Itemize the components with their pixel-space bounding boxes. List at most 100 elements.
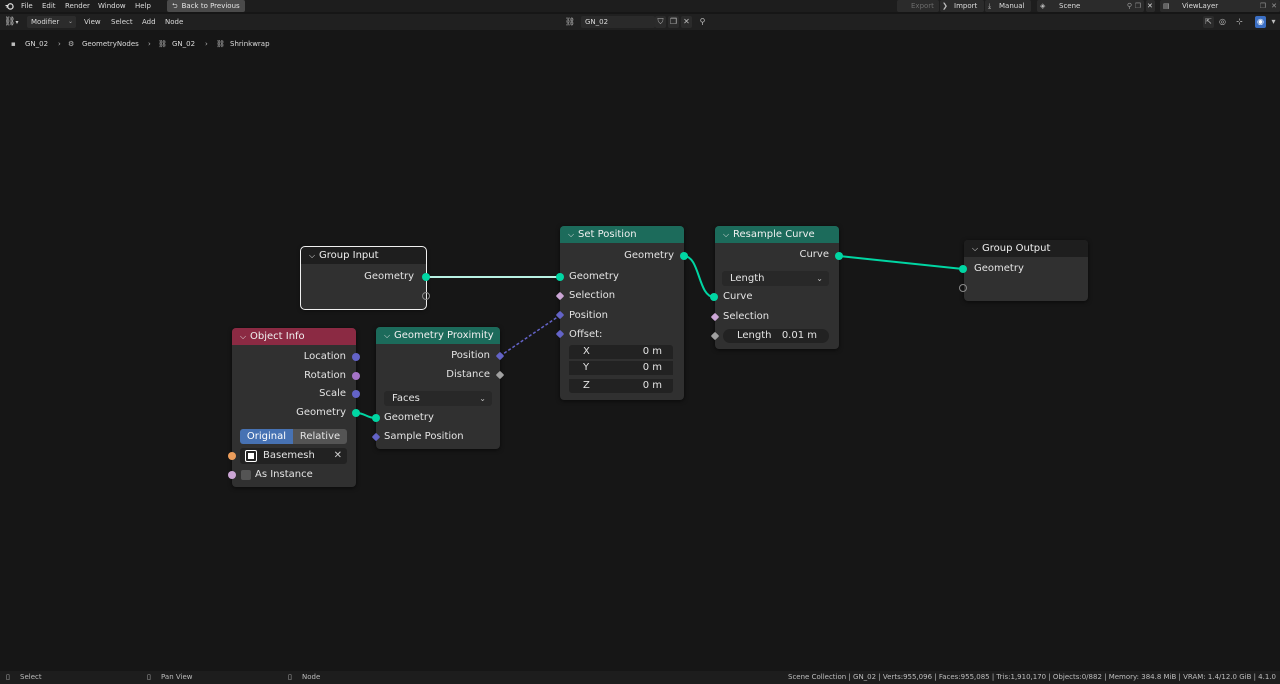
node-header[interactable]: ⌵Group Input <box>301 247 426 264</box>
node-header[interactable]: ⌵Object Info <box>232 328 356 345</box>
offset-y-field[interactable]: Y 0 m <box>569 361 673 375</box>
input-geometry-label: Geometry <box>569 271 619 282</box>
output-rotation-socket[interactable] <box>352 372 360 380</box>
offset-x-field[interactable]: X 0 m <box>569 345 673 359</box>
mouse-right-icon: ▯ <box>288 673 292 681</box>
input-object-socket[interactable] <box>228 452 236 460</box>
node-object-info[interactable]: ⌵Object Info Location Rotation Scale Geo… <box>228 328 360 487</box>
breadcrumb-item-tree: GN_02 <box>172 40 196 48</box>
target-element-dropdown[interactable]: Faces⌄ <box>384 391 492 406</box>
viewlayer-copy-icon[interactable]: ❐ <box>1259 2 1266 10</box>
blender-logo-icon[interactable] <box>5 2 14 10</box>
mode-relative-button[interactable]: Relative <box>293 429 347 444</box>
input-curve-label: Curve <box>723 291 753 302</box>
scene-close-button[interactable]: ✕ <box>1146 0 1155 12</box>
chevron-down-icon[interactable]: ⌵ <box>723 230 730 239</box>
node-resample-curve[interactable]: ⌵Resample Curve Curve Length⌄ Curve Sele… <box>710 226 843 349</box>
mode-original-button[interactable]: Original <box>240 429 293 444</box>
node-header[interactable]: ⌵Set Position <box>560 226 684 243</box>
menu-render[interactable]: Render <box>65 2 90 10</box>
pin-icon[interactable]: ⚲ <box>699 17 706 26</box>
node-group-input[interactable]: ⌵Group Input Geometry <box>300 246 430 310</box>
object-field[interactable]: Basemesh ✕ <box>240 448 347 464</box>
chevron-down-icon[interactable]: ⌵ <box>309 251 316 260</box>
chevron-down-icon[interactable]: ⌵ <box>568 230 575 239</box>
breadcrumb-separator-icon: › <box>148 40 151 48</box>
chevron-down-icon: ⌄ <box>479 394 486 403</box>
node-header[interactable]: ⌵Geometry Proximity <box>376 327 500 344</box>
output-geometry-socket[interactable] <box>422 273 430 281</box>
breadcrumb-item-modifier: GeometryNodes <box>82 40 139 48</box>
resample-mode-dropdown[interactable]: Length⌄ <box>722 271 829 286</box>
offset-z-field[interactable]: Z 0 m <box>569 379 673 393</box>
manual-button[interactable]: ⤓Manual <box>985 0 1031 12</box>
viewlayer-selector[interactable]: ▤ViewLayer ❐ ✕ <box>1160 0 1280 12</box>
snap-icon[interactable]: ⊹ <box>1236 17 1243 26</box>
viewlayer-close-icon[interactable]: ✕ <box>1271 2 1277 10</box>
input-geometry-socket[interactable] <box>556 273 564 281</box>
input-curve-socket[interactable] <box>710 293 718 301</box>
editor-type-icon[interactable]: ⛓▾ <box>4 17 19 27</box>
node-group-output[interactable]: ⌵Group Output Geometry <box>959 240 1088 301</box>
back-to-previous-button[interactable]: ⮌Back to Previous <box>167 0 245 12</box>
node-group-name-field[interactable]: GN_02 <box>581 16 655 28</box>
chevron-down-icon: ⌄ <box>816 274 823 283</box>
output-empty-socket[interactable] <box>422 292 430 300</box>
export-button[interactable]: Export <box>897 0 939 12</box>
node-header[interactable]: ⌵Group Output <box>964 240 1088 257</box>
chevron-down-icon[interactable]: ⌵ <box>384 331 391 340</box>
breadcrumb-object-icon: ▪ <box>11 40 16 48</box>
output-geometry-label: Geometry <box>364 271 414 282</box>
status-pan-hint: Pan View <box>161 673 193 681</box>
chevron-down-icon: ⌄ <box>67 18 73 25</box>
import-button[interactable]: ❯Import <box>940 0 984 12</box>
header-menu-node[interactable]: Node <box>165 18 184 26</box>
header-menu-add[interactable]: Add <box>142 18 156 26</box>
overlays-dropdown-icon[interactable]: ▾ <box>1271 17 1276 26</box>
output-geometry-socket[interactable] <box>680 252 688 260</box>
input-geometry-socket[interactable] <box>372 414 380 422</box>
output-location-socket[interactable] <box>352 353 360 361</box>
header-menu-view[interactable]: View <box>84 18 101 26</box>
chevron-down-icon[interactable]: ⌵ <box>240 332 247 341</box>
menu-file[interactable]: File <box>21 2 33 10</box>
output-geometry-label: Geometry <box>624 250 674 261</box>
scene-selector[interactable]: ◈Scene ⚲ ❐ <box>1037 0 1144 12</box>
duplicate-icon[interactable]: ❐ <box>668 16 679 28</box>
overlay-icon[interactable]: ◎ <box>1219 17 1226 26</box>
scene-icon: ◈ <box>1040 2 1046 10</box>
chevron-down-icon[interactable]: ⌵ <box>972 244 979 253</box>
unlink-close-icon[interactable]: ✕ <box>681 16 692 28</box>
parent-node-tree-icon[interactable]: ⇱ <box>1203 16 1214 28</box>
menu-help[interactable]: Help <box>135 2 151 10</box>
header-menu-select[interactable]: Select <box>111 18 133 26</box>
node-tree-icon[interactable]: ⛓ <box>564 17 576 26</box>
output-scale-label: Scale <box>319 388 346 399</box>
output-scale-socket[interactable] <box>352 390 360 398</box>
node-geometry-proximity[interactable]: ⌵Geometry Proximity Position Distance Fa… <box>371 327 505 449</box>
input-geometry-socket[interactable] <box>959 265 967 273</box>
input-empty-socket[interactable] <box>959 284 967 292</box>
as-instance-checkbox[interactable] <box>241 470 251 480</box>
menu-edit[interactable]: Edit <box>42 2 56 10</box>
fake-user-shield-icon[interactable]: ⛉ <box>655 16 666 28</box>
output-curve-socket[interactable] <box>835 252 843 260</box>
clear-object-close-icon[interactable]: ✕ <box>333 450 342 461</box>
output-geometry-socket[interactable] <box>352 409 360 417</box>
overlays-toggle-icon[interactable]: ◉ <box>1255 16 1266 28</box>
viewlayer-icon: ▤ <box>1163 2 1170 10</box>
input-as-instance-socket[interactable] <box>228 471 236 479</box>
object-icon <box>245 450 257 462</box>
scene-copy-icon[interactable]: ❐ <box>1134 2 1141 10</box>
node-title: Group Input <box>319 250 379 261</box>
editor-mode-dropdown[interactable]: Modifier⌄ <box>27 16 76 28</box>
input-position-label: Position <box>569 310 608 321</box>
node-header[interactable]: ⌵Resample Curve <box>715 226 839 243</box>
length-field[interactable]: Length 0.01 m <box>723 329 829 343</box>
input-offset-label: Offset: <box>569 329 603 340</box>
input-selection-label: Selection <box>569 290 616 301</box>
node-set-position[interactable]: ⌵Set Position Geometry Geometry Selectio… <box>555 226 688 400</box>
menu-window[interactable]: Window <box>98 2 126 10</box>
pin-icon[interactable]: ⚲ <box>1126 2 1132 10</box>
input-sample-position-label: Sample Position <box>384 431 464 442</box>
